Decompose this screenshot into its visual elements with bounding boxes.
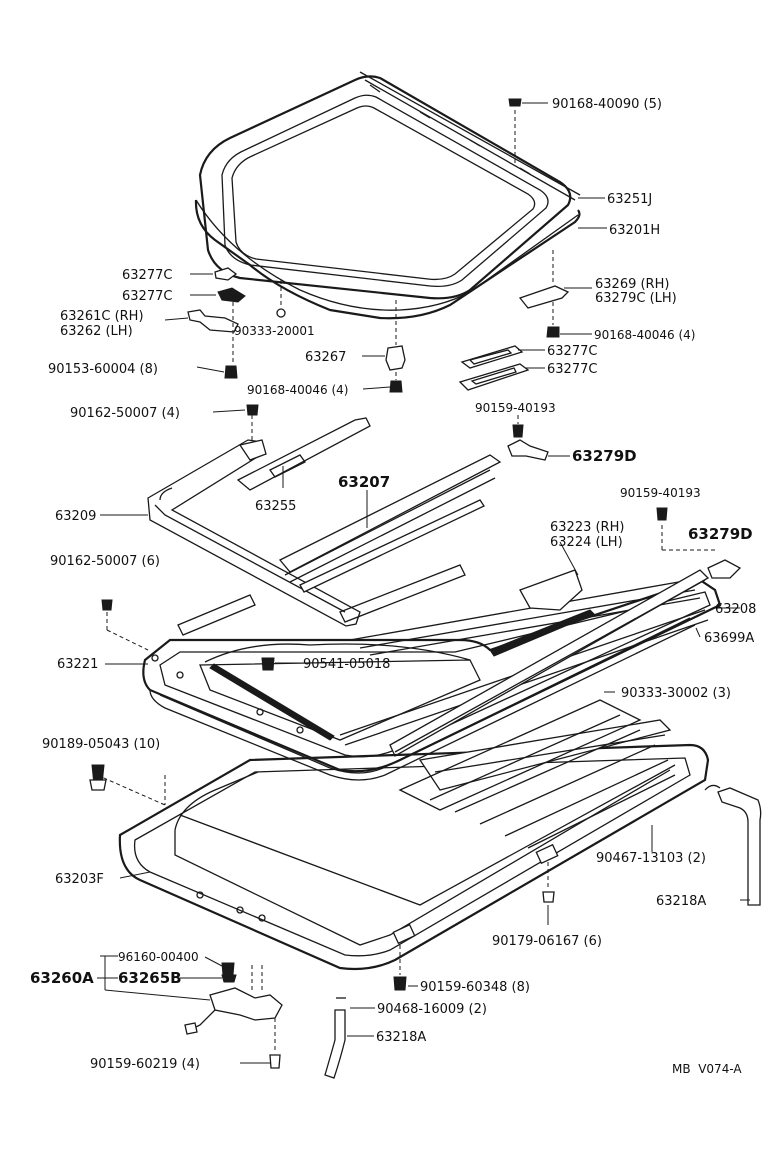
label-96160-00400: 96160-00400 [118, 950, 199, 964]
part-labels: 90168-40090 (5) 63251J 63201H 63277C 632… [30, 97, 756, 1076]
label-63261c: 63261C (RH) [60, 309, 144, 324]
drain-hose-rear [704, 784, 762, 906]
label-63218a-rear: 63218A [656, 894, 706, 909]
label-90159-60219: 90159-60219 (4) [90, 1057, 200, 1072]
leader-lines [97, 102, 750, 1064]
label-63699a: 63699A [704, 631, 754, 646]
label-63203f: 63203F [55, 872, 104, 887]
label-90189-05043: 90189-05043 (10) [42, 737, 160, 752]
label-90541-05018: 90541-05018 [303, 657, 390, 672]
frame-63201h [194, 199, 581, 320]
glass-panel-63251j [198, 71, 581, 300]
label-90168-40046-left: 90168-40046 (4) [247, 383, 349, 397]
label-90162-50007-upper: 90162-50007 (4) [70, 406, 180, 421]
right-brackets [458, 98, 570, 461]
label-63260a: 63260A [30, 969, 94, 987]
label-63208: 63208 [715, 602, 756, 617]
label-90162-50007-lower: 90162-50007 (6) [50, 554, 160, 569]
rail-63208 [389, 507, 742, 757]
label-63269: 63269 (RH) [595, 277, 669, 292]
label-90179-06167: 90179-06167 (6) [492, 934, 602, 949]
label-63277c-upper-a: 63277C [122, 268, 172, 283]
label-63279c: 63279C (LH) [595, 291, 677, 306]
label-63223: 63223 (RH) [550, 520, 624, 535]
label-90153-60004: 90153-60004 (8) [48, 362, 158, 377]
label-63255: 63255 [255, 499, 296, 514]
sunroof-motor-63260a [184, 962, 283, 1069]
housing-63203f [89, 699, 710, 971]
diagram-code: MB V074-A [672, 1062, 742, 1076]
label-63218a-front: 63218A [376, 1030, 426, 1045]
rail-63255 [236, 417, 371, 491]
label-90159-60348: 90159-60348 (8) [420, 980, 530, 995]
label-90333-20001: 90333-20001 [234, 324, 315, 338]
label-63277c-lower-a: 63277C [547, 344, 597, 359]
label-90467-13103: 90467-13103 (2) [596, 851, 706, 866]
label-63201h: 63201H [609, 223, 660, 238]
sunshade-63209 [147, 404, 361, 627]
label-63209: 63209 [55, 509, 96, 524]
label-63207: 63207 [338, 473, 390, 491]
bracket-63267 [385, 300, 406, 393]
label-63221: 63221 [57, 657, 98, 672]
label-63277c-lower-b: 63277C [547, 362, 597, 377]
label-90159-40193-upper: 90159-40193 [475, 401, 556, 415]
label-63224: 63224 (LH) [550, 535, 623, 550]
label-63262: 63262 (LH) [60, 324, 133, 339]
label-90168-40090: 90168-40090 (5) [552, 97, 662, 112]
lower-fasteners [393, 862, 555, 991]
label-90333-30002: 90333-30002 (3) [621, 686, 731, 701]
label-90468-16009: 90468-16009 (2) [377, 1002, 487, 1017]
label-63251j: 63251J [607, 192, 652, 207]
label-63277c-upper-b: 63277C [122, 289, 172, 304]
label-90159-40193-lower: 90159-40193 [620, 486, 701, 500]
label-90168-40046-right: 90168-40046 (4) [594, 328, 696, 342]
label-63279d-upper: 63279D [572, 447, 637, 465]
label-63279d-lower: 63279D [688, 525, 753, 543]
guide-rail-63207 [278, 454, 502, 593]
label-63267: 63267 [305, 350, 346, 365]
wind-deflector-parts [187, 267, 286, 379]
label-63265b: 63265B [118, 969, 182, 987]
drain-hose-front [324, 997, 346, 1079]
